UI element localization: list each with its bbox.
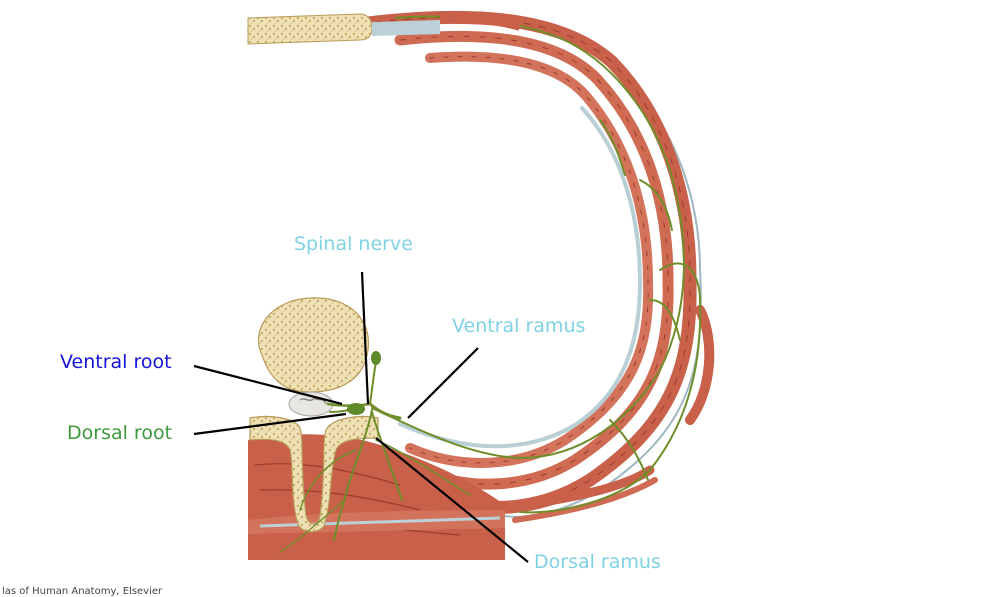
label-spinal-nerve: Spinal nerve (294, 233, 413, 255)
inner-fascia (398, 106, 643, 449)
body-wall-muscles (247, 10, 715, 523)
dorsal-root-ganglion (347, 403, 365, 415)
intercostal-nerve (371, 15, 702, 514)
leader-ventral-root (193, 364, 343, 406)
leader-dorsal-root (193, 412, 347, 436)
label-dorsal-root: Dorsal root (67, 422, 173, 444)
muscle-layer-inner (405, 51, 654, 468)
rectus-strip (685, 305, 715, 425)
muscle-layer-middle (394, 30, 674, 490)
vertebral-body (257, 297, 370, 393)
vertebral-arch (249, 415, 379, 533)
rib-bone-top (247, 12, 522, 45)
back-muscles (248, 434, 505, 560)
label-dorsal-ramus: Dorsal ramus (534, 551, 661, 573)
label-ventral-root: Ventral root (60, 351, 172, 373)
image-credit: las of Human Anatomy, Elsevier (2, 586, 163, 597)
leader-ventral-ramus (407, 347, 479, 419)
sympathetic-ganglion (371, 351, 381, 365)
leader-lines (193, 271, 529, 563)
label-ventral-ramus: Ventral ramus (452, 315, 586, 337)
leader-spinal-nerve (360, 271, 370, 405)
leader-dorsal-ramus (375, 437, 529, 563)
